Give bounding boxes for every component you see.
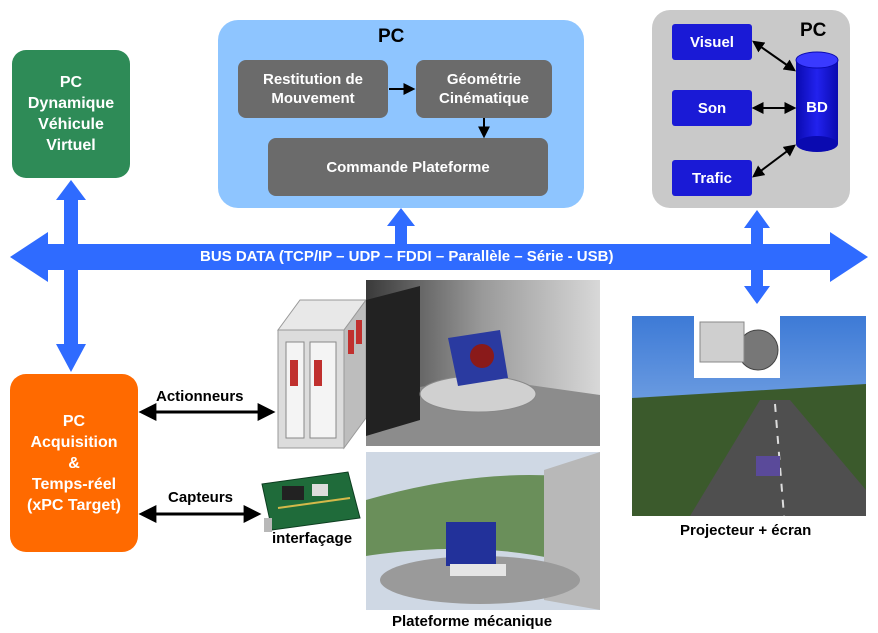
visuel-box: Visuel <box>672 24 752 60</box>
interfacage-label: interfaçage <box>272 530 353 547</box>
interface-card-image <box>261 471 361 532</box>
center-pc-title: PC <box>378 26 405 47</box>
pc-acquisition-text: PC Acquisition & Temps-réel (xPC Target) <box>27 411 121 516</box>
orange-pc-line-4: Temps-réel <box>31 475 117 493</box>
bus-center-pc-arrow <box>387 208 415 244</box>
actionneurs-label: Actionneurs <box>156 388 244 405</box>
simulator-render-image-top <box>366 280 600 446</box>
bus-data-label: BUS DATA (TCP/IP – UDP – FDDI – Parallèl… <box>200 248 614 265</box>
geometrie-line-2: Cinématique <box>438 90 529 107</box>
database-cylinder-icon <box>795 51 839 152</box>
commande-plateforme-label: Commande Plateforme <box>326 158 490 176</box>
commande-plateforme-box: Commande Plateforme <box>268 138 548 196</box>
trafic-bd-arrow <box>752 144 796 178</box>
restitution-line-2: Mouvement <box>271 90 355 107</box>
right-pc-bus-arrow <box>744 210 770 244</box>
orange-pc-line-1: PC <box>62 412 86 430</box>
green-pc-line-3: Véhicule <box>38 116 104 133</box>
orange-pc-line-3: & <box>68 454 80 472</box>
geometrie-line-1: Géométrie <box>446 71 522 88</box>
simulator-render-image-bottom <box>366 452 600 610</box>
projector-screen-image <box>632 306 866 517</box>
bus-data-arrow <box>10 232 868 282</box>
orange-pc-line-2: Acquisition <box>30 433 118 451</box>
restitution-mouvement-box: Restitution de Mouvement <box>238 60 388 118</box>
restitution-line-1: Restitution de <box>263 71 363 88</box>
plateforme-mecanique-label: Plateforme mécanique <box>392 613 553 630</box>
bus-projector-arrow <box>744 270 770 304</box>
geometrie-cinematique-box: Géométrie Cinématique <box>416 60 552 118</box>
pc-vehicle-dynamics-box: PC Dynamique Véhicule Virtuel <box>12 50 130 178</box>
bd-label: BD <box>806 98 828 116</box>
pc-acquisition-box: PC Acquisition & Temps-réel (xPC Target) <box>10 374 138 552</box>
bus-orange-pc-arrow <box>56 270 86 372</box>
actuator-drive-image <box>277 298 367 450</box>
right-pc-title: PC <box>800 20 827 41</box>
pc-vehicle-dynamics-text: PC Dynamique Véhicule Virtuel <box>28 72 114 156</box>
projecteur-ecran-label: Projecteur + écran <box>680 522 812 539</box>
green-pc-bus-arrow <box>56 180 86 244</box>
trafic-box: Trafic <box>672 160 752 196</box>
capteurs-label: Capteurs <box>168 489 234 506</box>
green-pc-line-1: PC <box>59 74 83 91</box>
orange-pc-line-5: (xPC Target) <box>27 496 121 514</box>
son-box: Son <box>672 90 752 126</box>
visuel-bd-arrow <box>752 40 796 72</box>
green-pc-line-4: Virtuel <box>46 137 96 154</box>
green-pc-line-2: Dynamique <box>27 95 115 112</box>
